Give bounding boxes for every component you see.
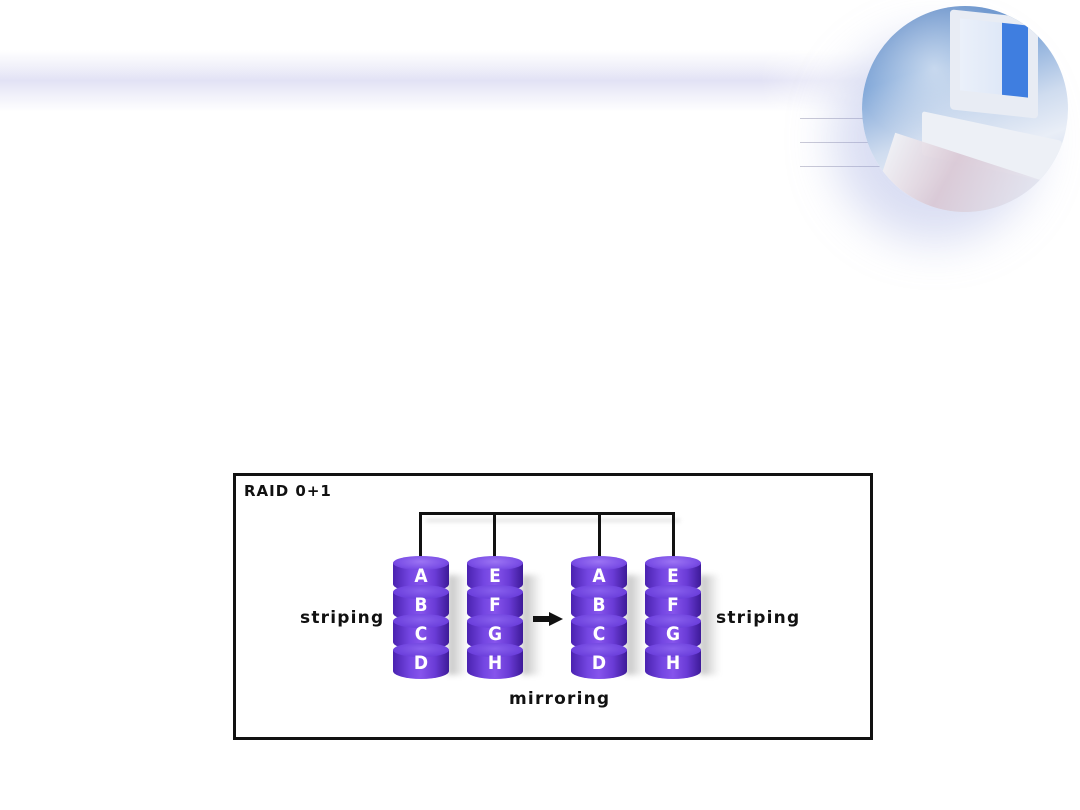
disk-top <box>645 614 701 628</box>
disk-top <box>645 643 701 657</box>
stack-shadow <box>448 575 468 675</box>
diagram-title: RAID 0+1 <box>244 482 332 500</box>
raid-diagram: RAID 0+1 <box>233 473 873 740</box>
disk-top <box>571 556 627 570</box>
disk-stack-2: E F G H <box>467 556 523 679</box>
disk-top <box>571 643 627 657</box>
computer-globe-image <box>862 6 1068 212</box>
striping-label-left: striping <box>300 608 385 628</box>
disk-top <box>393 614 449 628</box>
stack-shadow <box>626 575 646 675</box>
striping-label-right: striping <box>716 608 801 628</box>
decorative-lines <box>800 118 920 190</box>
connector-drop-3 <box>598 512 601 562</box>
disk-block: D <box>393 643 449 679</box>
right-arrow-icon <box>533 612 563 626</box>
stack-shadow <box>700 575 720 675</box>
connector-drop-1 <box>419 512 422 562</box>
connector-shadow <box>426 519 680 522</box>
disk-top <box>393 556 449 570</box>
disk-top <box>393 643 449 657</box>
disk-top <box>393 585 449 599</box>
stack-shadow <box>522 575 542 675</box>
disk-top <box>645 585 701 599</box>
disk-block: C <box>571 614 627 650</box>
disk-stack-3: A B C D <box>571 556 627 679</box>
disk-top <box>467 556 523 570</box>
disk-top <box>645 556 701 570</box>
disk-top <box>571 585 627 599</box>
disk-stack-4: E F G H <box>645 556 701 679</box>
disk-block: H <box>467 643 523 679</box>
disk-block: H <box>645 643 701 679</box>
header-banner <box>0 50 900 112</box>
monitor-screen <box>960 18 1028 98</box>
disk-top <box>467 614 523 628</box>
disk-stack-1: A B C D <box>393 556 449 679</box>
disk-top <box>467 585 523 599</box>
disk-block: D <box>571 643 627 679</box>
disk-top <box>467 643 523 657</box>
mirroring-label: mirroring <box>509 689 611 709</box>
monitor-illustration <box>950 9 1038 119</box>
connector-drop-4 <box>672 512 675 562</box>
connector-drop-2 <box>493 512 496 562</box>
disk-top <box>571 614 627 628</box>
mirror-connector-horizontal <box>419 512 675 515</box>
